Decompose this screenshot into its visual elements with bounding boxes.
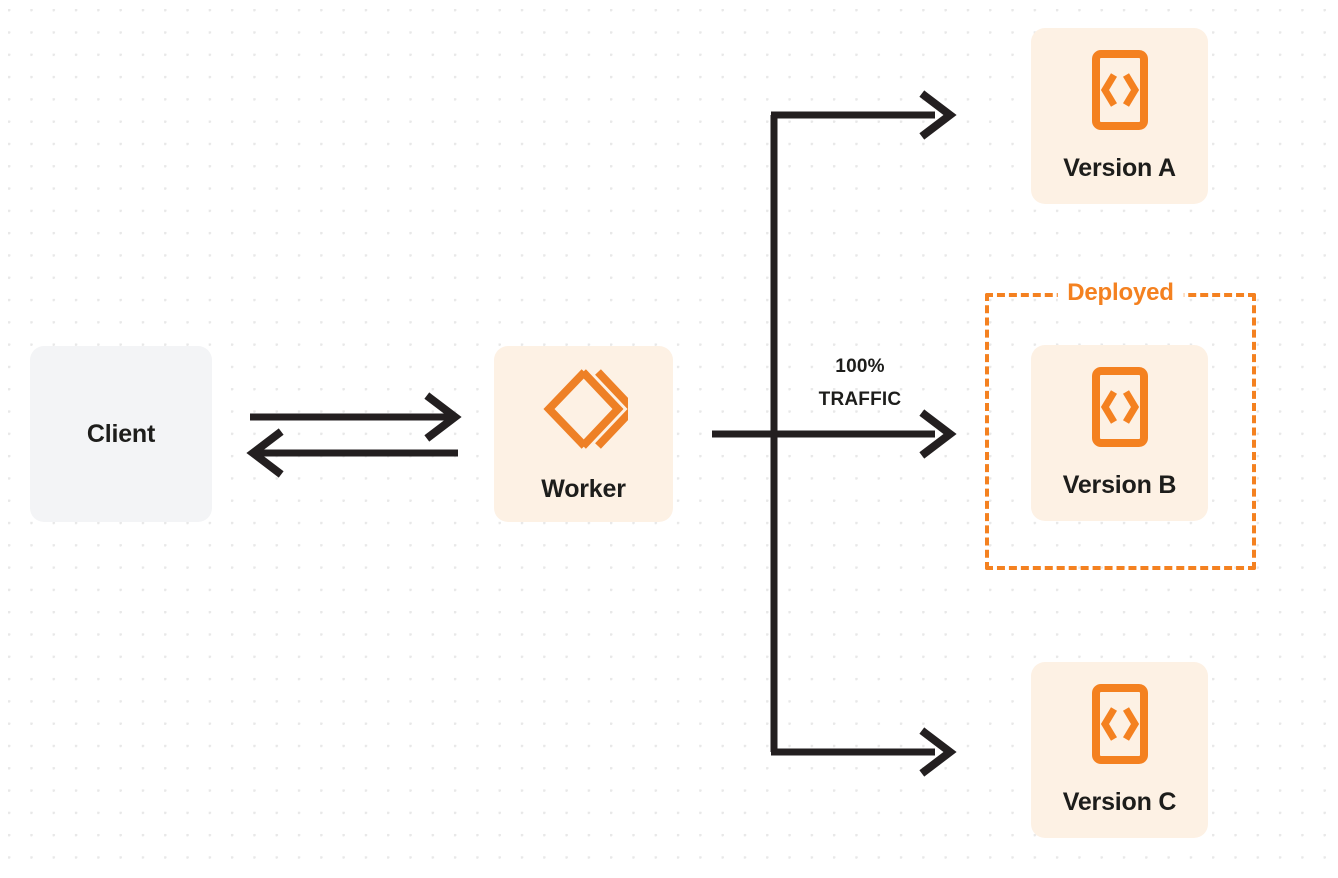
version-b-label: Version B — [1062, 471, 1177, 499]
version-a-node[interactable]: Version A — [1031, 28, 1208, 204]
traffic-percent: 100% — [835, 356, 885, 377]
version-a-label: Version A — [1063, 154, 1176, 182]
version-c-node[interactable]: Version C — [1031, 662, 1208, 838]
arrow-worker-to-client — [246, 428, 458, 478]
deployed-group-boundary: Deployed — [985, 281, 1256, 570]
arrow-worker-to-version-a — [771, 90, 957, 140]
worker-node[interactable]: Worker — [494, 346, 673, 522]
worker-label: Worker — [541, 475, 626, 503]
cloudflare-workers-logo-icon — [540, 364, 639, 459]
code-file-icon — [1091, 683, 1149, 770]
version-c-label: Version C — [1062, 788, 1177, 816]
traffic-unit: TRAFFIC — [818, 389, 902, 411]
client-label: Client — [86, 419, 156, 448]
code-file-icon — [1091, 366, 1149, 453]
client-node[interactable]: Client — [30, 346, 212, 522]
arrow-worker-to-version-c — [771, 727, 957, 777]
version-b-node[interactable]: Version B — [1031, 345, 1208, 521]
code-file-icon — [1091, 49, 1149, 136]
arrow-client-to-worker — [250, 392, 462, 442]
arrow-worker-to-version-b — [712, 409, 957, 459]
traffic-label: 100% TRAFFIC — [790, 350, 930, 417]
deployed-group-label: Deployed — [1057, 281, 1184, 305]
